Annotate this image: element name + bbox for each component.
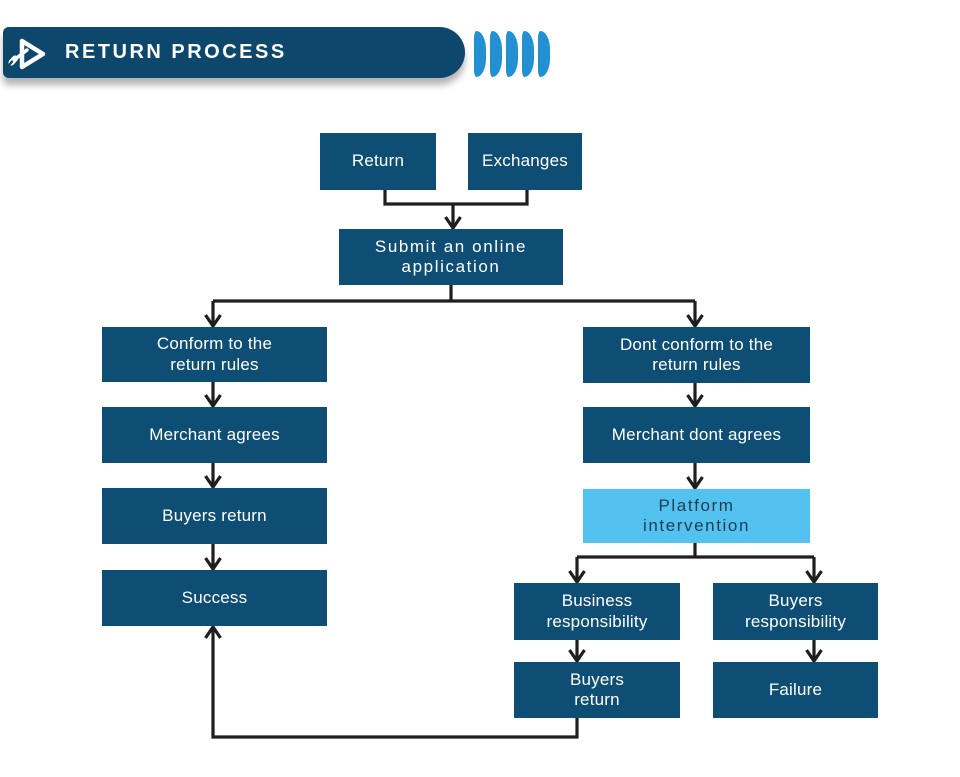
crescent-icon	[490, 31, 502, 77]
node-label: Buyers return	[569, 669, 625, 709]
node-platform-intervention: Platform intervention	[583, 489, 810, 543]
node-success: Success	[102, 570, 327, 626]
node-submit-application: Submit an online application	[339, 229, 563, 285]
node-label: Merchant agrees	[149, 424, 280, 444]
node-label: Submit an online application	[374, 236, 528, 276]
node-label: Exchanges	[482, 151, 568, 171]
node-business-responsibility: Business responsibility	[514, 583, 680, 640]
node-failure: Failure	[713, 662, 878, 718]
node-label: Merchant dont agrees	[611, 424, 782, 444]
node-buyers-return-bottom: Buyers return	[514, 662, 680, 718]
node-label: Platform intervention	[642, 495, 751, 535]
node-dont-conform-to-rules: Dont conform to the return rules	[583, 327, 810, 383]
crescent-icon	[474, 31, 486, 77]
node-exchanges: Exchanges	[468, 133, 582, 190]
logo-icon	[2, 28, 56, 80]
crescent-icon	[522, 31, 534, 77]
header-accent-crescents	[474, 31, 550, 77]
header-bar: RETURN PROCESS	[3, 27, 465, 78]
node-buyers-return-left: Buyers return	[102, 488, 327, 544]
node-label: Conform to the return rules	[156, 334, 273, 374]
node-return: Return	[320, 133, 436, 190]
crescent-icon	[538, 31, 550, 77]
node-label: Business responsibility	[546, 591, 648, 631]
node-label: Buyers responsibility	[744, 591, 847, 631]
node-buyers-responsibility: Buyers responsibility	[713, 583, 878, 640]
node-conform-to-rules: Conform to the return rules	[102, 327, 327, 382]
crescent-icon	[506, 31, 518, 77]
page-title: RETURN PROCESS	[65, 41, 287, 63]
node-label: Return	[351, 151, 405, 171]
node-label: Success	[181, 587, 248, 607]
node-merchant-agrees: Merchant agrees	[102, 407, 327, 463]
node-label: Buyers return	[162, 505, 267, 525]
node-label: Dont conform to the return rules	[619, 334, 774, 374]
node-label: Failure	[768, 679, 823, 699]
node-merchant-dont-agrees: Merchant dont agrees	[583, 407, 810, 463]
